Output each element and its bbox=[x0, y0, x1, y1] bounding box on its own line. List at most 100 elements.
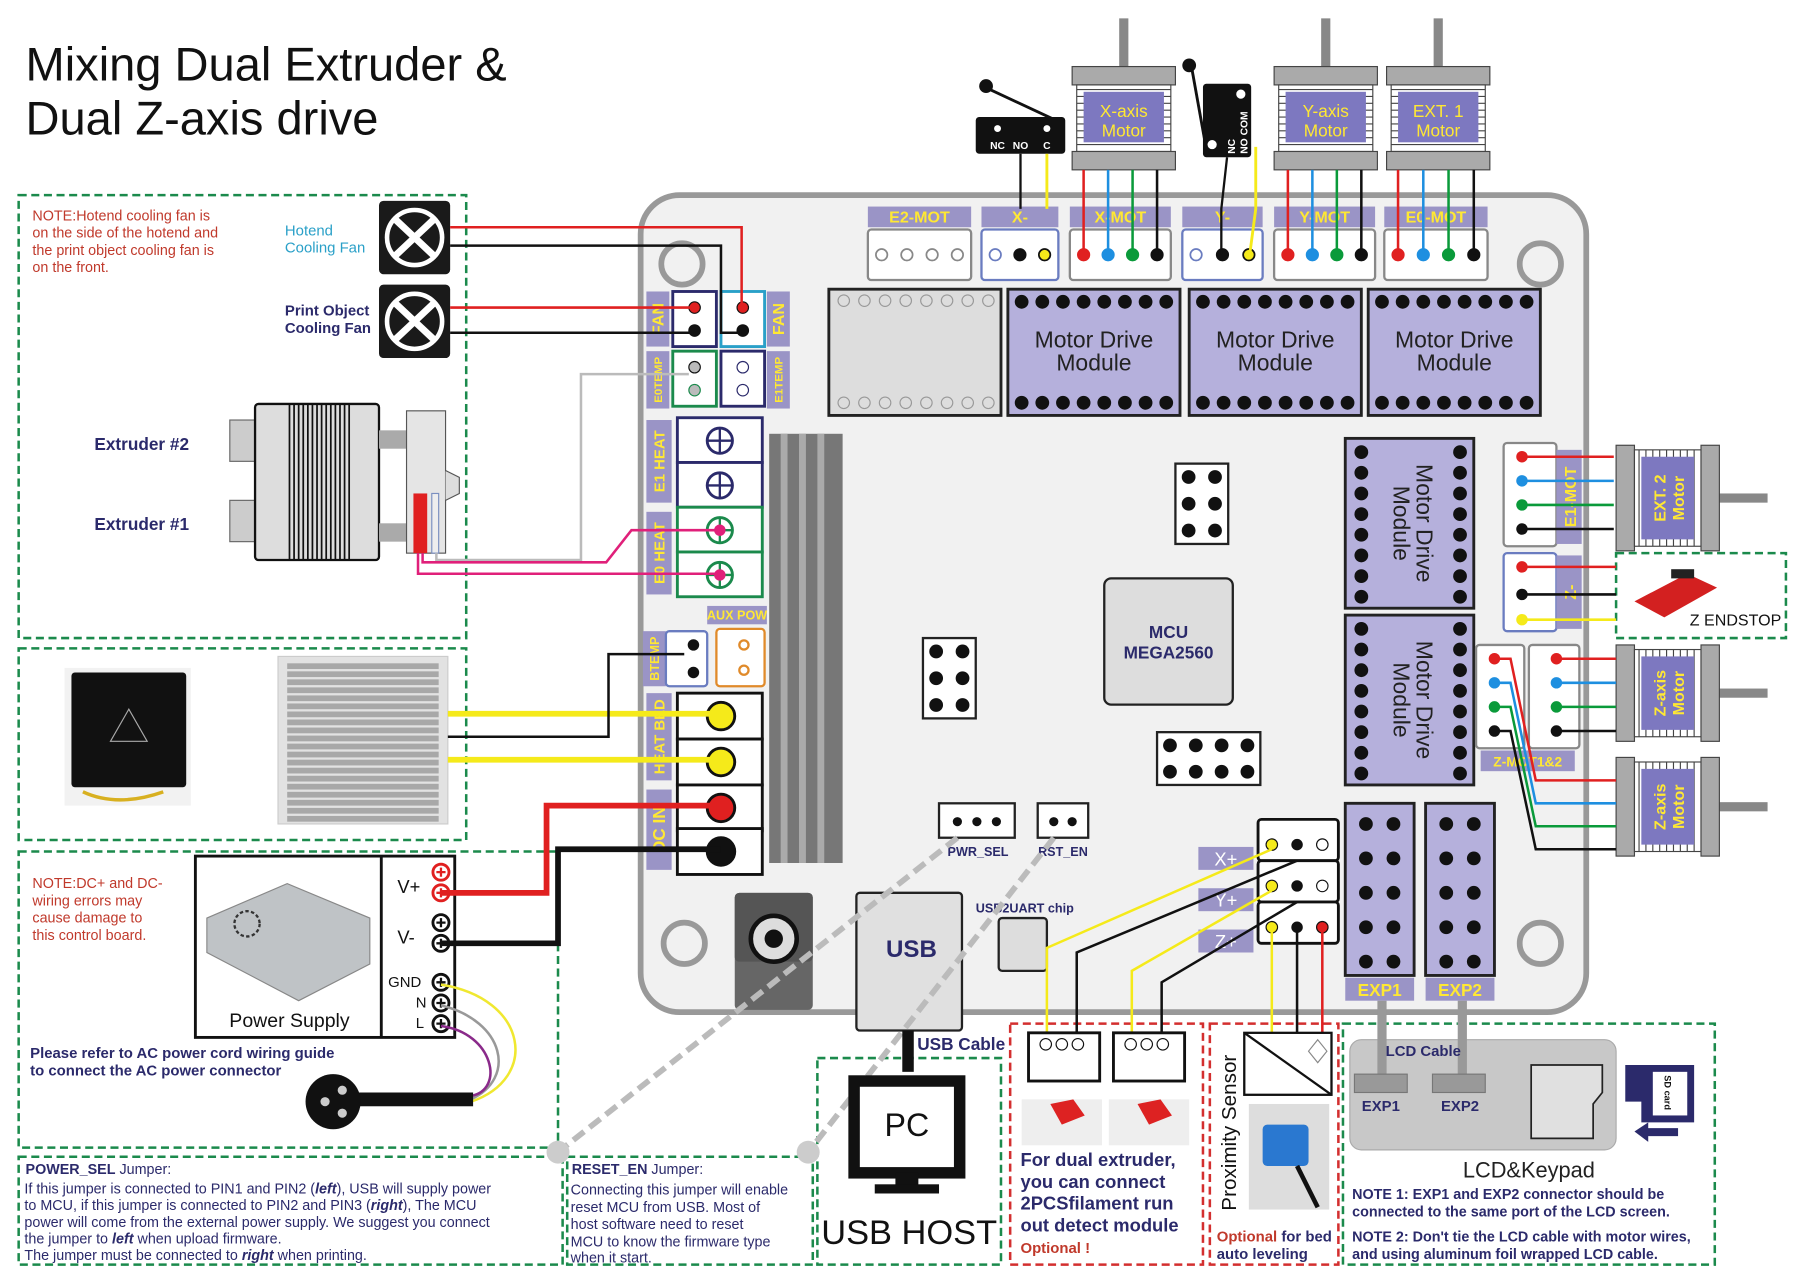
pin bbox=[1188, 764, 1203, 779]
print-fan-label: Print Object Cooling Fan bbox=[285, 304, 371, 337]
label-bg bbox=[642, 631, 666, 687]
pin bbox=[1278, 395, 1293, 410]
connector-housing bbox=[671, 349, 718, 408]
label-bg bbox=[646, 511, 672, 595]
wire-pin bbox=[1516, 451, 1528, 463]
pin bbox=[1416, 395, 1431, 410]
dc-positive-wire bbox=[440, 802, 721, 896]
pin bbox=[1354, 527, 1369, 542]
title-line-1: Mixing Dual Extruder & bbox=[26, 37, 507, 90]
pwr-sel-label: PWR_SEL bbox=[948, 845, 1009, 859]
terminal-screw-icon bbox=[431, 972, 451, 992]
pin bbox=[1097, 294, 1112, 309]
heater-trace bbox=[287, 759, 439, 766]
note-line: host software need to reset bbox=[571, 1217, 744, 1233]
wires bbox=[416, 169, 1617, 1045]
usb-cable bbox=[902, 1030, 914, 1072]
heatbed-trace-icon bbox=[277, 655, 449, 825]
pin bbox=[1138, 395, 1153, 410]
connector-y-mot: Y-MOT bbox=[1272, 206, 1377, 282]
endstop-wire bbox=[1045, 848, 1273, 1045]
fan-extruder-section bbox=[17, 193, 468, 640]
label-e0temp: E0TEMP bbox=[653, 357, 665, 403]
pin bbox=[1181, 523, 1196, 538]
label-bg bbox=[1425, 977, 1495, 1001]
pin-label: COM bbox=[1240, 111, 1251, 135]
pin bbox=[1453, 621, 1467, 636]
power-supply-photo bbox=[206, 883, 371, 1002]
connector-housing bbox=[671, 290, 718, 349]
connector-housing bbox=[1068, 228, 1172, 282]
pin bbox=[1159, 294, 1174, 309]
motor-label: Motor bbox=[1304, 121, 1348, 141]
note-line: when it start. bbox=[570, 1250, 652, 1266]
z-motor-wire bbox=[1494, 657, 1617, 782]
module-label: Motor Drive bbox=[1035, 327, 1154, 353]
pin bbox=[1208, 523, 1222, 538]
label-e0heat: E0 HEAT bbox=[652, 522, 668, 584]
proximity-note-line-2: auto leveling bbox=[1217, 1247, 1308, 1263]
pin bbox=[1035, 294, 1050, 309]
pin bbox=[1354, 663, 1369, 678]
pin bbox=[1359, 851, 1373, 866]
screw-slot bbox=[707, 428, 733, 454]
connector-label: X- bbox=[1012, 209, 1028, 227]
pin bbox=[1478, 395, 1493, 410]
pin bbox=[1354, 486, 1369, 501]
pin bbox=[1478, 294, 1493, 309]
note-segment: ), The MCU bbox=[403, 1198, 477, 1214]
power-section bbox=[17, 850, 560, 1149]
note-line: and using aluminum foil wrapped LCD cabl… bbox=[1352, 1247, 1658, 1263]
wire-pin bbox=[1488, 652, 1501, 665]
usb-host-label: USB HOST bbox=[821, 1214, 997, 1252]
pin bbox=[1159, 395, 1174, 410]
pin bbox=[1453, 445, 1467, 460]
pin bbox=[1395, 395, 1410, 410]
label-line: Print Object bbox=[285, 304, 370, 320]
pin bbox=[1208, 496, 1222, 511]
pin bbox=[1354, 621, 1369, 636]
z-motor-wire bbox=[1494, 705, 1617, 828]
pin bbox=[1453, 725, 1467, 740]
motor-shaft bbox=[1119, 18, 1129, 67]
pin bbox=[1240, 738, 1255, 753]
shape bbox=[436, 867, 446, 877]
pin bbox=[736, 383, 750, 397]
pc-label: PC bbox=[885, 1107, 930, 1143]
usb-port[interactable]: USB bbox=[855, 891, 964, 1032]
connector-label-bg bbox=[1274, 206, 1376, 228]
pin bbox=[1056, 294, 1070, 309]
heater-trace bbox=[287, 743, 439, 750]
connector-label: X-MOT bbox=[1094, 209, 1146, 227]
pin bbox=[1439, 817, 1454, 831]
pin bbox=[1291, 838, 1303, 851]
heater-trace bbox=[287, 807, 439, 814]
pin bbox=[878, 396, 892, 410]
motor-cap bbox=[1273, 65, 1378, 86]
note-line: out detect module bbox=[1020, 1214, 1178, 1235]
note-line: to MCU, if this jumper is connected to P… bbox=[24, 1198, 476, 1214]
pin bbox=[858, 396, 871, 410]
pin bbox=[1453, 766, 1467, 781]
pin bbox=[920, 396, 933, 410]
motor-label: Z-axis bbox=[1651, 783, 1669, 829]
module-label: Motor Drive bbox=[1411, 641, 1437, 760]
pin bbox=[1013, 248, 1027, 262]
heater-wire bbox=[421, 528, 721, 564]
pin bbox=[1519, 395, 1534, 410]
terminal-label: L bbox=[416, 1016, 424, 1032]
note-line: power will come from the external power … bbox=[24, 1215, 489, 1231]
pwr-sel-jumper[interactable]: PWR_SEL bbox=[937, 802, 1016, 859]
rst-en-jumper[interactable]: RST_EN bbox=[1036, 802, 1090, 859]
btemp-connector bbox=[664, 630, 709, 688]
pin bbox=[1499, 294, 1513, 309]
pin bbox=[1265, 879, 1279, 893]
usb2uart-label: USB2UART chip bbox=[976, 901, 1074, 915]
motor-label: Motor bbox=[1670, 671, 1688, 716]
label-line: Cooling Fan bbox=[285, 240, 365, 256]
pin-header bbox=[1174, 462, 1230, 546]
pin bbox=[1354, 725, 1369, 740]
pin bbox=[1466, 851, 1481, 866]
